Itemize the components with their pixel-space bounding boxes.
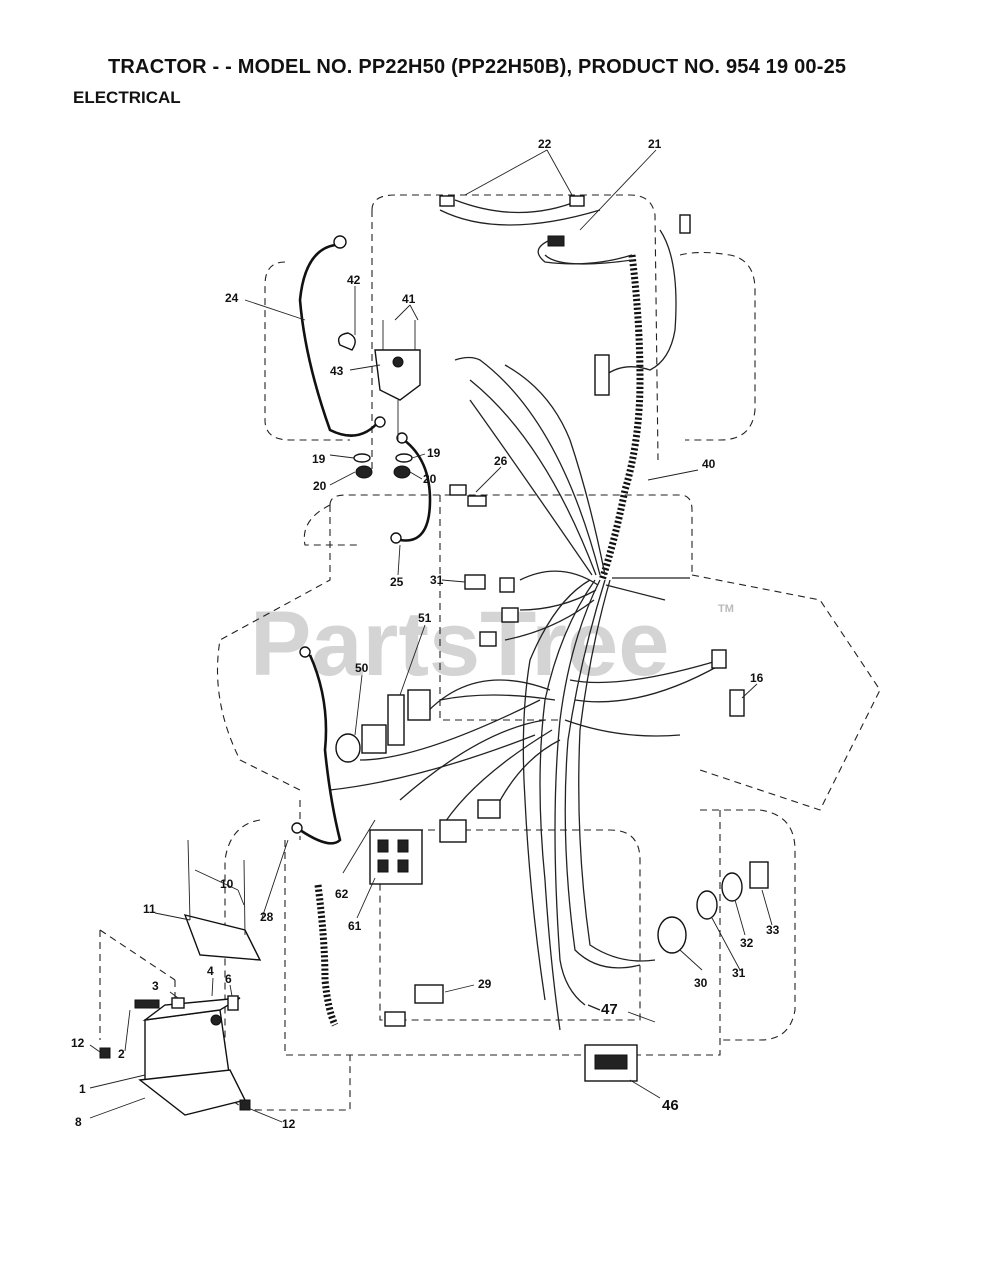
callout-19-left: 19 — [312, 452, 326, 466]
hour-meter — [584, 1044, 638, 1082]
callout-24: 24 — [225, 291, 239, 305]
callout-8: 8 — [75, 1115, 82, 1129]
callout-19-right: 19 — [427, 446, 441, 460]
callout-62: 62 — [335, 887, 349, 901]
pto-switch — [335, 724, 387, 763]
callout-1: 1 — [79, 1082, 86, 1096]
headlight-socket-right — [569, 195, 585, 207]
callout-12-right: 12 — [282, 1117, 296, 1131]
callout-16: 16 — [750, 671, 764, 685]
callout-29: 29 — [478, 977, 492, 991]
callout-30: 30 — [694, 976, 708, 990]
starter-solenoid — [337, 320, 421, 479]
callout-40: 40 — [702, 457, 716, 471]
callout-11: 11 — [143, 902, 156, 916]
headlight-connector — [547, 235, 565, 247]
callout-33: 33 — [766, 923, 780, 937]
callout-3: 3 — [152, 979, 159, 993]
section-subtitle: ELECTRICAL — [73, 88, 181, 107]
headlight-socket-left — [439, 195, 455, 207]
misc-connectors — [384, 214, 745, 1027]
battery-assembly — [99, 839, 262, 1116]
headlight-harness — [439, 195, 633, 265]
callout-61: 61 — [348, 919, 362, 933]
gauge-assembly — [657, 861, 769, 954]
battery-cable-25 — [390, 432, 432, 544]
callout-46: 46 — [662, 1097, 679, 1114]
callout-81: 31 — [430, 573, 444, 587]
callout-43: 43 — [330, 364, 344, 378]
callout-20-left: 20 — [313, 479, 327, 493]
page-title: TRACTOR - - MODEL NO. PP22H50 (PP22H50B)… — [108, 56, 847, 78]
main-harness-conduit — [314, 254, 644, 1027]
callout-leaders — [89, 149, 773, 1123]
callout-22: 22 — [538, 137, 552, 151]
ground-cable-28 — [291, 646, 342, 845]
callout-4: 4 — [207, 964, 214, 978]
callout-labels: 22 21 24 42 41 43 19 19 20 20 26 40 25 3… — [71, 137, 780, 1131]
watermark-text: PartsTree — [250, 593, 669, 695]
callout-10: 10 — [220, 877, 234, 891]
callout-21: 21 — [648, 137, 662, 151]
callout-12-left: 12 — [71, 1036, 85, 1050]
callout-20-right: 20 — [423, 472, 437, 486]
callout-51: 51 — [418, 611, 432, 625]
callout-26: 26 — [494, 454, 508, 468]
callout-32: 32 — [740, 936, 754, 950]
callout-41: 41 — [402, 292, 416, 306]
wiring-bundle — [329, 229, 721, 1031]
callout-25: 25 — [390, 575, 404, 589]
watermark-tm: TM — [718, 603, 734, 615]
callout-2: 2 — [118, 1047, 125, 1061]
callout-42: 42 — [347, 273, 361, 287]
callout-6: 6 — [225, 972, 232, 986]
callout-50: 50 — [355, 661, 369, 675]
callout-47: 47 — [601, 1001, 618, 1018]
callout-28: 28 — [260, 910, 274, 924]
battery-cable-24 — [298, 235, 386, 437]
callout-31: 31 — [732, 966, 746, 980]
ignition-switch — [369, 829, 423, 885]
